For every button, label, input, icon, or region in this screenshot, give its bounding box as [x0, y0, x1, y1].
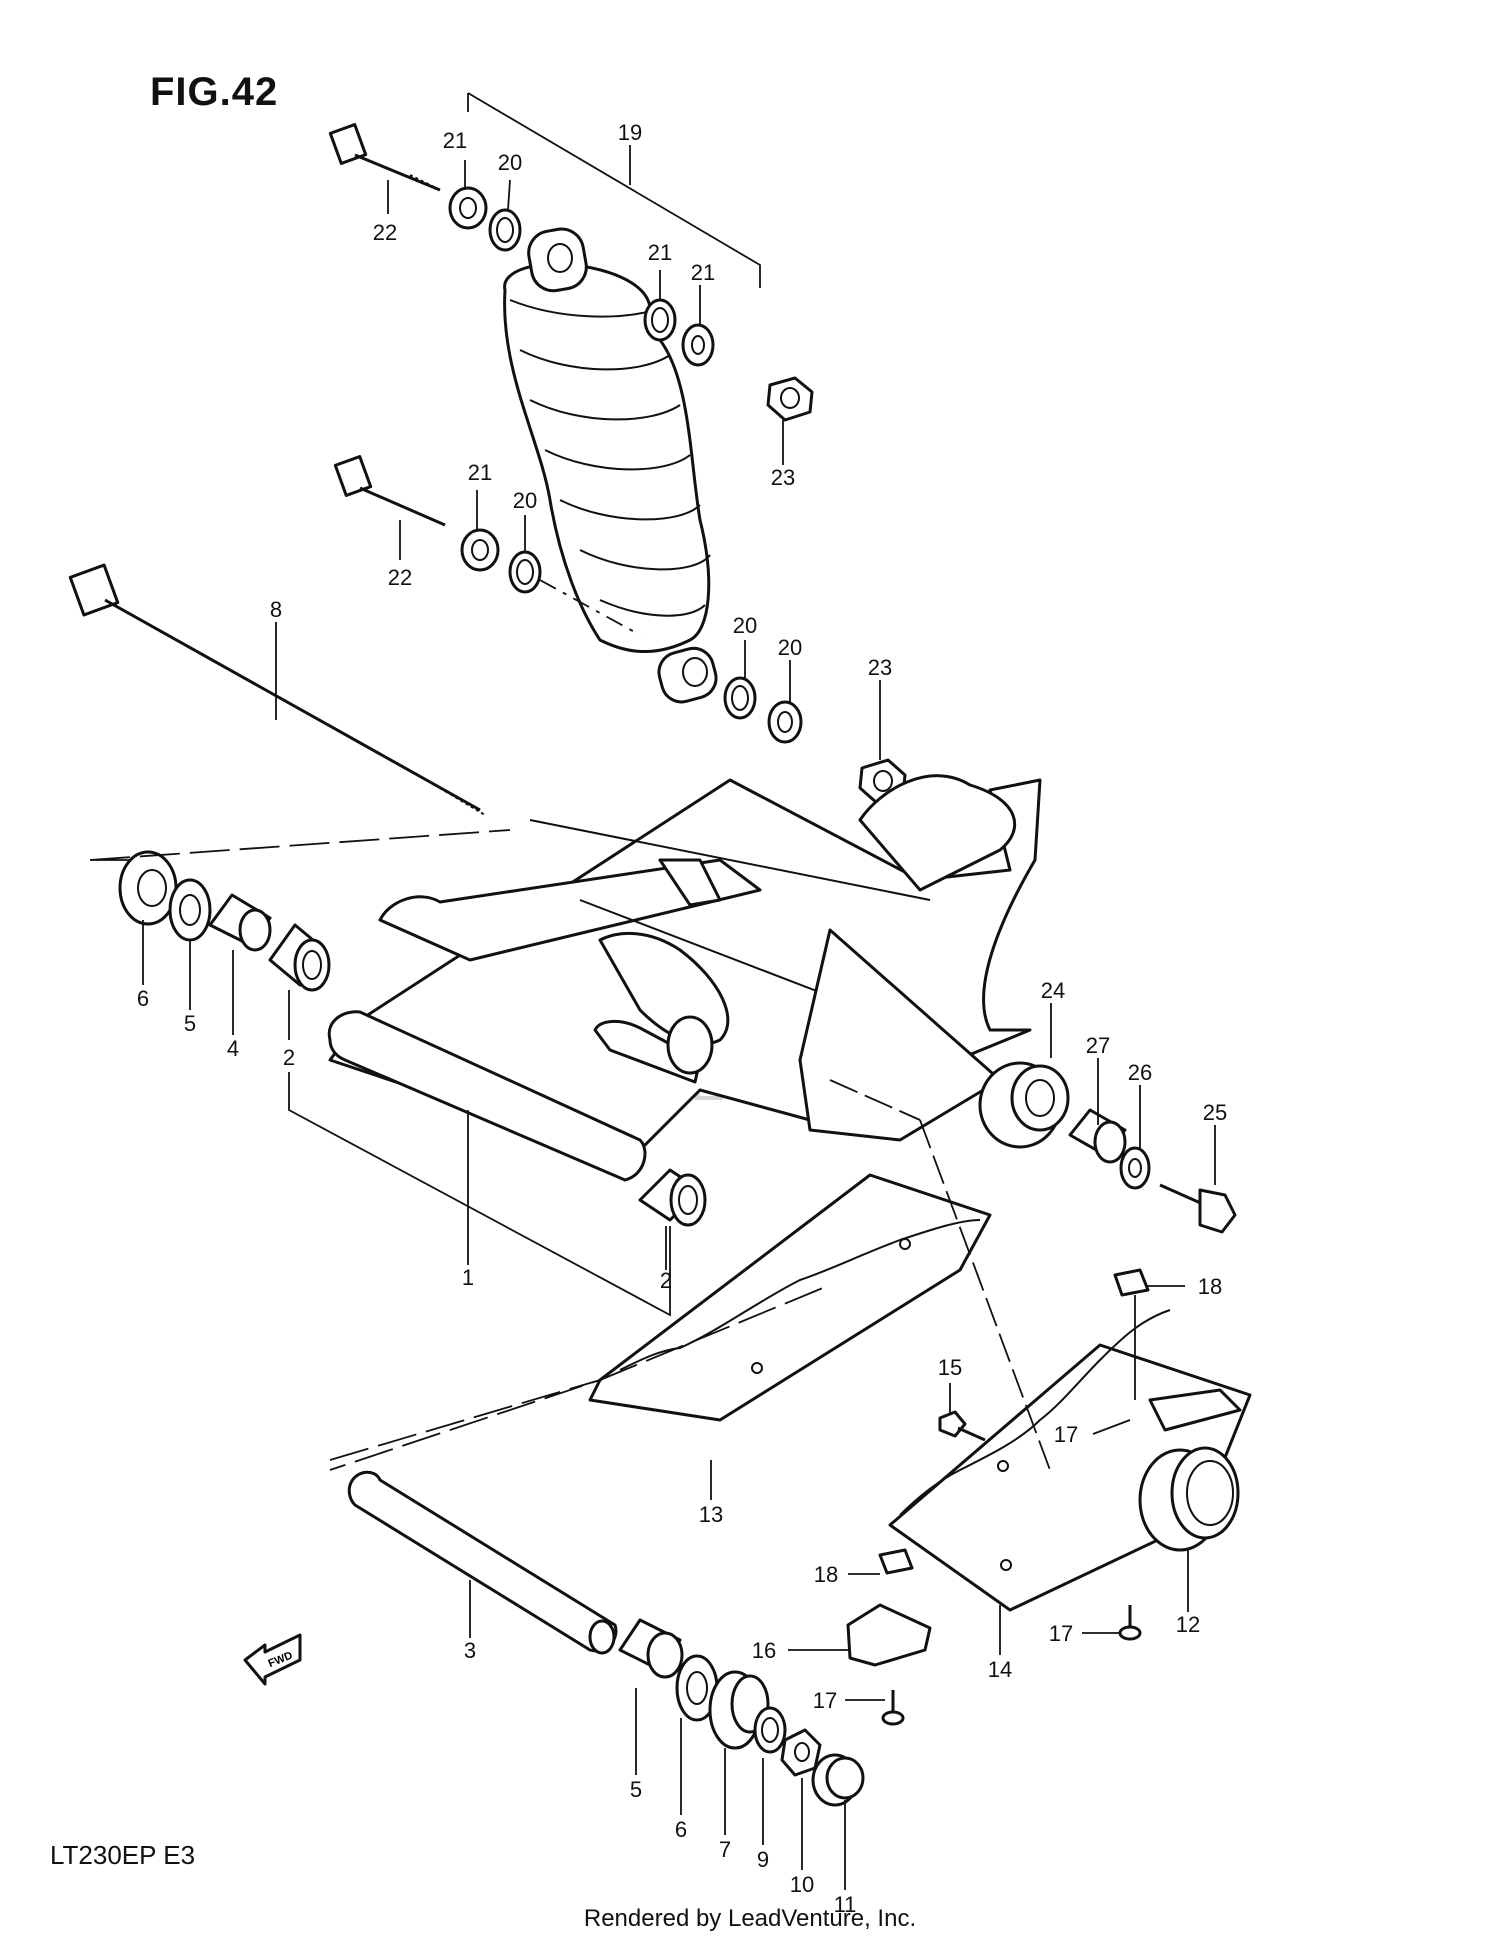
callout-5a: 5 — [184, 1011, 196, 1036]
callout-14: 15 — [938, 1355, 962, 1380]
callout-21d: 20 — [778, 635, 802, 660]
o-ring-8 — [753, 1706, 787, 1754]
screw-17-left — [881, 1690, 905, 1726]
axle-housing-seal — [1138, 1446, 1240, 1552]
spacer-left — [208, 893, 272, 952]
callout-26: 26 — [1128, 1060, 1152, 1085]
callout-17a: 17 — [813, 1688, 837, 1713]
figure-title: FIG.42 — [150, 70, 279, 114]
callout-19: 19 — [618, 120, 642, 145]
callout-4b: 5 — [630, 1777, 642, 1802]
callout-24: 24 — [1041, 978, 1065, 1003]
callout-23b: 23 — [868, 655, 892, 680]
clip-18-lower — [878, 1548, 914, 1575]
collar-upper-left — [448, 186, 488, 230]
pivot-shaft — [68, 563, 486, 816]
callout-5b: 6 — [675, 1817, 687, 1842]
spacer-right — [1068, 1108, 1127, 1164]
collar-lower-right — [767, 700, 803, 744]
callout-13: 14 — [988, 1657, 1012, 1682]
callout-23a: 23 — [771, 465, 795, 490]
callout-27: 27 — [1086, 1033, 1110, 1058]
chain-guard-plate — [588, 1173, 992, 1422]
bracket-15 — [846, 1603, 932, 1667]
callout-16: 17 — [1054, 1422, 1078, 1447]
bearing-right — [638, 1168, 707, 1227]
callout-20a: 20 — [498, 150, 522, 175]
callout-6a: 6 — [137, 986, 149, 1011]
callout-25: 25 — [1203, 1100, 1227, 1125]
collar-upper-right — [681, 323, 715, 367]
callout-2a: 2 — [283, 1045, 295, 1070]
callout-21b: 21 — [691, 260, 715, 285]
axle-bolt — [1159, 1183, 1237, 1234]
washer-lower-right — [723, 676, 757, 720]
fwd-arrow-icon: FWD — [243, 1633, 302, 1686]
leader-lines — [89, 160, 1216, 1890]
bearing-left — [268, 923, 331, 992]
callout-21a: 21 — [443, 128, 467, 153]
callout-2b: 2 — [660, 1268, 672, 1293]
nut-9 — [780, 1728, 822, 1777]
render-credit: Rendered by LeadVenture, Inc. — [583, 1905, 917, 1932]
callout-18b: 18 — [814, 1562, 838, 1587]
callout-7: 8 — [270, 597, 282, 622]
callout-20d: 20 — [733, 613, 757, 638]
callout-22b: 22 — [388, 565, 412, 590]
clip-18-upper — [1113, 1268, 1150, 1297]
callout-3: 3 — [464, 1638, 476, 1663]
washer-upper-left — [488, 208, 522, 252]
spacer-rear — [618, 1618, 684, 1679]
shock-absorber — [503, 227, 718, 704]
callout-6b: 7 — [719, 1837, 731, 1862]
oil-seal-rear — [708, 1670, 770, 1750]
rear-axle-tube — [347, 1470, 618, 1655]
callout-10: 11 — [834, 1892, 857, 1917]
callout-17b: 17 — [1049, 1621, 1073, 1646]
collar-lower-left — [460, 528, 500, 572]
callout-labels: 21 20 19 22 21 21 23 21 20 22 20 20 23 8… — [137, 120, 1227, 1917]
callout-12: 13 — [699, 1502, 723, 1527]
washer-right — [1119, 1146, 1151, 1190]
callout-15: 16 — [752, 1638, 776, 1663]
callout-18a: 18 — [1198, 1274, 1222, 1299]
washer-lower-left — [508, 550, 542, 594]
oil-seal-left — [118, 850, 178, 926]
callout-8: 9 — [757, 1847, 769, 1872]
callout-21c: 21 — [468, 460, 492, 485]
bolt-14 — [938, 1410, 986, 1442]
bracket-19 — [467, 92, 761, 288]
callout-20c: 20 — [513, 488, 537, 513]
callout-4a: 4 — [227, 1036, 239, 1061]
shock-lower-bolt — [333, 455, 446, 527]
swing-arm — [327, 774, 1042, 1182]
callout-11: 12 — [1176, 1612, 1200, 1637]
callout-20b: 21 — [648, 240, 672, 265]
cap-10 — [811, 1753, 865, 1807]
screw-17-right — [1118, 1605, 1142, 1641]
washer-left — [168, 878, 212, 942]
washer-upper-right — [643, 298, 677, 342]
nut-upper — [766, 376, 814, 422]
callout-9: 10 — [790, 1872, 814, 1897]
model-code: LT230EP E3 — [50, 1840, 196, 1870]
callout-1: 1 — [462, 1265, 474, 1290]
shock-upper-bolt — [328, 123, 441, 192]
wheel-bearing — [978, 1061, 1070, 1149]
callout-22a: 22 — [373, 220, 397, 245]
